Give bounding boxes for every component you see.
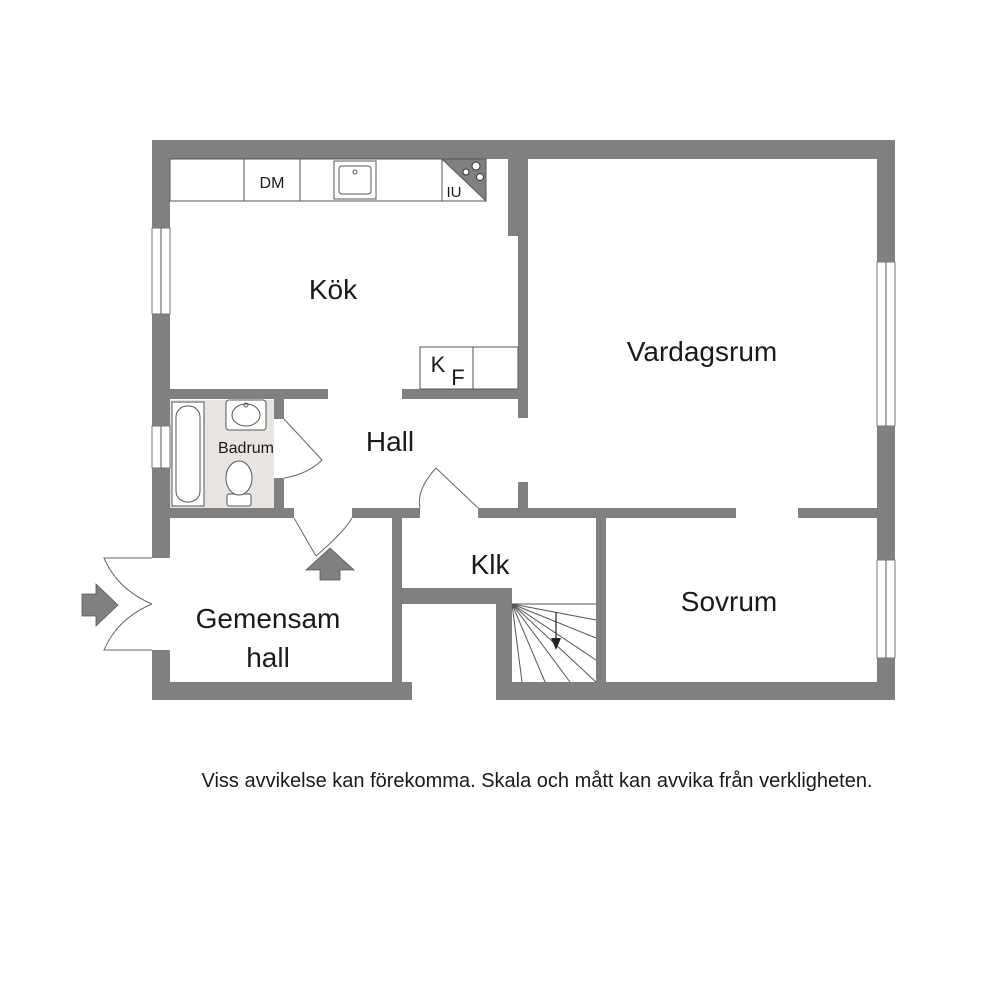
disclaimer-text: Viss avvikelse kan förekomma. Skala och … [201, 770, 873, 792]
windows [151, 227, 896, 659]
bathroom-label: Badrum [218, 440, 274, 457]
kitchen-counter [169, 158, 487, 202]
washbasin [225, 399, 267, 431]
dishwasher-label: DM [260, 175, 285, 192]
toilet [225, 460, 253, 507]
stair-entrance-arrow-icon [81, 583, 119, 627]
stairs [511, 603, 597, 683]
oven-label: IU [447, 184, 462, 201]
closet-label: Klk [471, 549, 511, 580]
doors [103, 418, 479, 651]
sink [333, 160, 377, 200]
fridge [419, 346, 519, 390]
living-room-label: Vardagsrum [627, 336, 777, 367]
shared-hall-label-line2: hall [246, 642, 290, 673]
fridge-label-k: K [431, 352, 446, 377]
walls [152, 140, 895, 700]
bedroom-label: Sovrum [681, 586, 777, 617]
hall-label: Hall [366, 426, 414, 457]
stove [440, 158, 487, 203]
entrance-arrow-icon [304, 547, 356, 581]
kitchen-label: Kök [309, 274, 358, 305]
bathtub [171, 401, 205, 507]
shared-hall-label-line1: Gemensam [196, 603, 341, 634]
fridge-label-f: F [451, 365, 464, 390]
